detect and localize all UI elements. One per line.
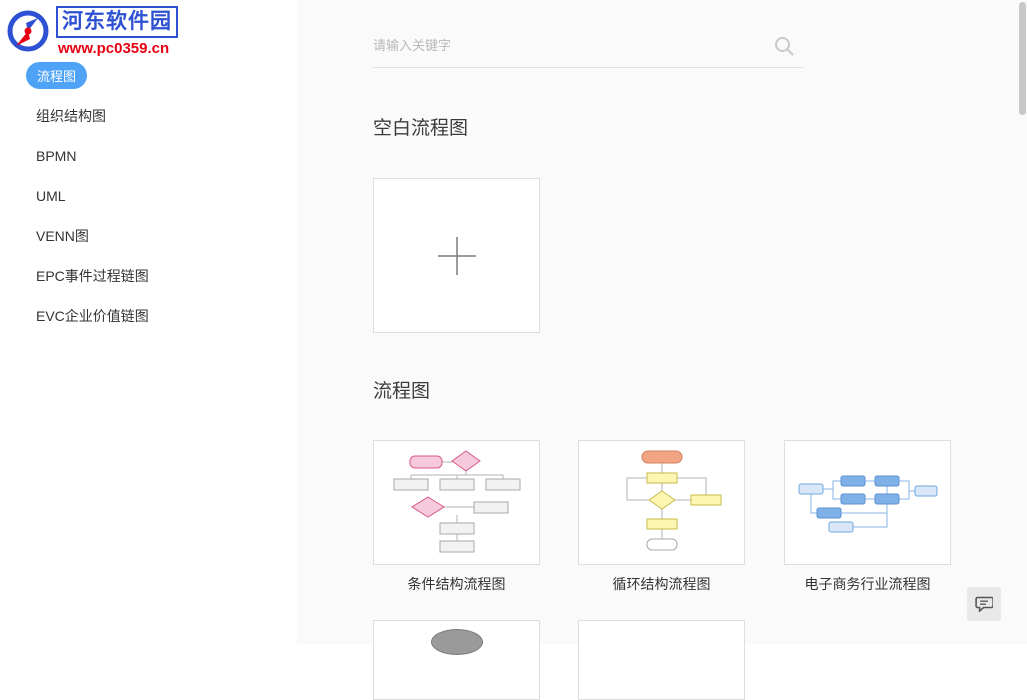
sidebar: 流程图 组织结构图 BPMN UML VENN图 EPC事件过程链图 EVC企业…	[0, 0, 297, 644]
sidebar-item-flowchart[interactable]: 流程图	[26, 62, 87, 89]
site-watermark: 河东软件园 www.pc0359.cn	[4, 6, 178, 58]
template-card-condition-flowchart[interactable]	[373, 440, 540, 565]
template-thumbnail-loop	[626, 450, 721, 550]
search-bar	[373, 26, 803, 68]
terminator-shape	[431, 629, 483, 655]
sidebar-item-bpmn[interactable]: BPMN	[36, 148, 77, 164]
sidebar-item-evc[interactable]: EVC企业价值链图	[36, 308, 149, 324]
template-card-partial-1[interactable]	[373, 620, 540, 700]
watermark-site-url: www.pc0359.cn	[58, 40, 170, 57]
template-caption-condition[interactable]: 条件结构流程图	[407, 576, 506, 592]
sidebar-item-epc[interactable]: EPC事件过程链图	[36, 268, 149, 284]
template-card-partial-2[interactable]	[578, 620, 745, 700]
plus-icon	[437, 236, 476, 275]
search-icon[interactable]	[773, 35, 795, 57]
template-thumbnail-condition	[393, 449, 520, 552]
new-blank-flowchart-card[interactable]	[373, 178, 540, 333]
template-thumbnail-ecommerce	[798, 475, 937, 532]
sidebar-item-venn[interactable]: VENN图	[36, 228, 89, 244]
sidebar-item-uml[interactable]: UML	[36, 188, 66, 204]
template-card-loop-flowchart[interactable]	[578, 440, 745, 565]
template-gallery: 空白流程图 流程图	[297, 0, 1027, 700]
vertical-scrollbar[interactable]	[1019, 2, 1026, 115]
watermark-site-name: 河东软件园	[56, 6, 178, 38]
watermark-texts: 河东软件园 www.pc0359.cn	[56, 6, 178, 57]
watermark-logo-icon	[7, 10, 49, 52]
section-title-flowchart: 流程图	[373, 381, 431, 402]
section-title-blank: 空白流程图	[373, 118, 469, 139]
search-input[interactable]	[373, 26, 763, 64]
template-caption-ecommerce[interactable]: 电子商务行业流程图	[804, 576, 931, 592]
feedback-button[interactable]	[967, 587, 1001, 621]
speech-bubble-icon	[975, 596, 993, 612]
template-card-ecommerce-flowchart[interactable]	[784, 440, 951, 565]
template-caption-loop[interactable]: 循环结构流程图	[612, 576, 711, 592]
sidebar-item-org-chart[interactable]: 组织结构图	[36, 108, 106, 124]
